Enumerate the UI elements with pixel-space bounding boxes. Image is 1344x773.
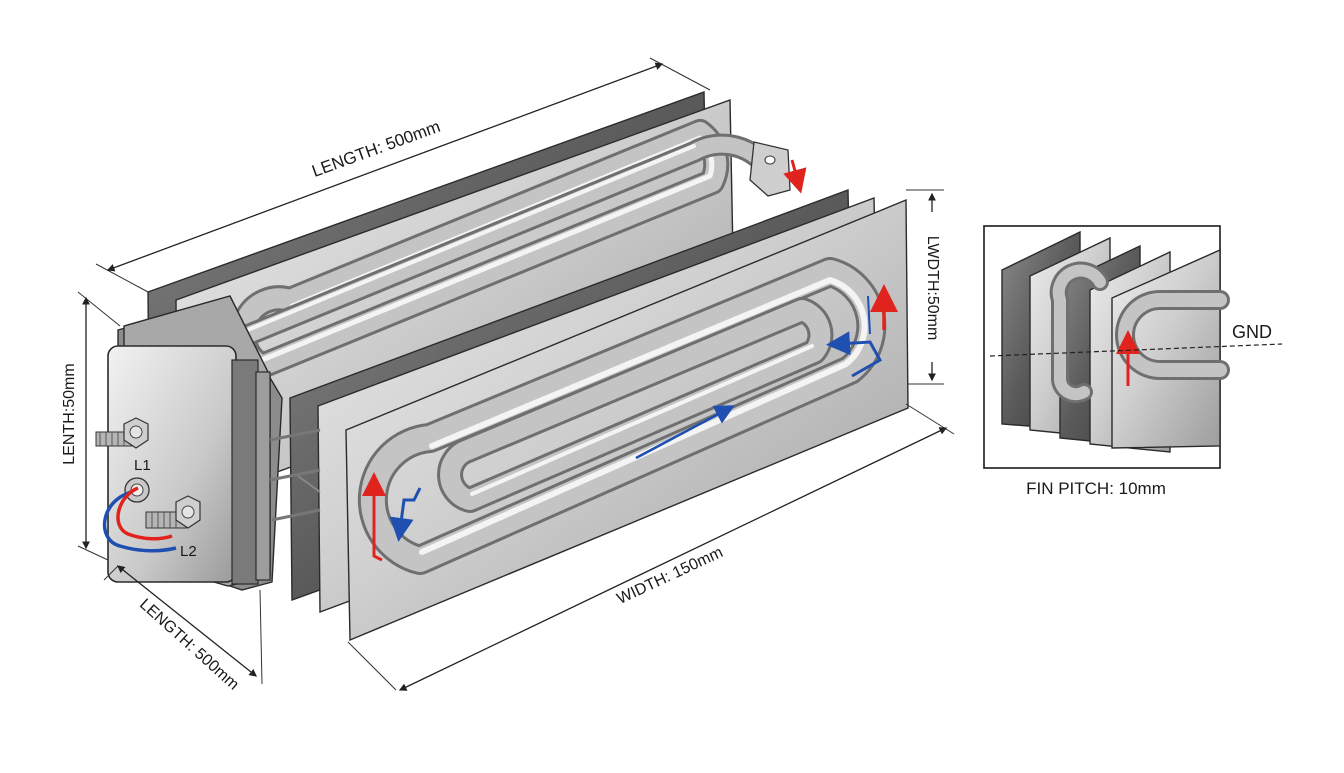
label-width-right: LWDTH:50mm	[924, 236, 941, 341]
flow-arrow-red-top	[783, 159, 807, 194]
fin-pitch-detail-inset: GND	[983, 225, 1283, 469]
flow-arrow-red-left	[362, 472, 386, 562]
wire-red	[116, 486, 173, 541]
flow-arrow-blue-right	[826, 331, 883, 378]
terminal-block	[95, 295, 283, 591]
label-width-bottom: WIDTH: 150mm	[615, 544, 726, 608]
label-length-top: LENGTH: 500mm	[309, 117, 442, 181]
support-rods	[269, 428, 321, 522]
dimension-left-vertical: LENTH:50mm	[61, 291, 121, 561]
flow-arrow-blue-right-2	[867, 295, 871, 335]
terminal-l2-bolt	[145, 495, 201, 529]
wire-blue	[102, 490, 177, 553]
label-terminal-l2: L2	[180, 543, 197, 560]
mounting-bracket	[749, 141, 791, 197]
label-terminal-l1: L1	[134, 457, 151, 474]
ground-line	[989, 343, 1283, 357]
label-length-bottom-left: LENGTH: 500mm	[136, 596, 242, 694]
dimension-right-vertical: LWDTH:50mm	[906, 189, 944, 385]
label-fin-pitch: FIN PITCH: 10mm	[1026, 479, 1166, 498]
label-ground: GND	[1232, 322, 1272, 342]
terminal-bolt-upper	[95, 417, 149, 449]
label-length-left: LENTH:50mm	[61, 363, 78, 464]
